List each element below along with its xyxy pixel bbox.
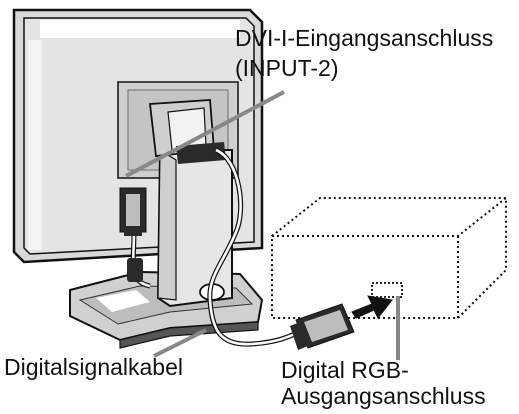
- plug-in-arrow-icon: [351, 295, 393, 319]
- stand-column: [148, 99, 233, 308]
- digital-signal-cable: [127, 147, 305, 347]
- leader-lines: [125, 90, 400, 360]
- computer: [271, 197, 507, 319]
- dvi-plug-computer: [290, 303, 355, 350]
- rgb-output-label-line1: Digital RGB-: [281, 357, 409, 383]
- signal-cable-label: Digitalsignalkabel: [4, 354, 183, 380]
- dvi-plug-monitor: [119, 187, 147, 236]
- dvi-input-label-line2: (INPUT-2): [235, 55, 339, 81]
- rgb-output-label-line2: Ausgangsanschluss: [281, 383, 486, 409]
- dvi-input-label-line1: DVI-I-Eingangsanschluss: [235, 25, 493, 51]
